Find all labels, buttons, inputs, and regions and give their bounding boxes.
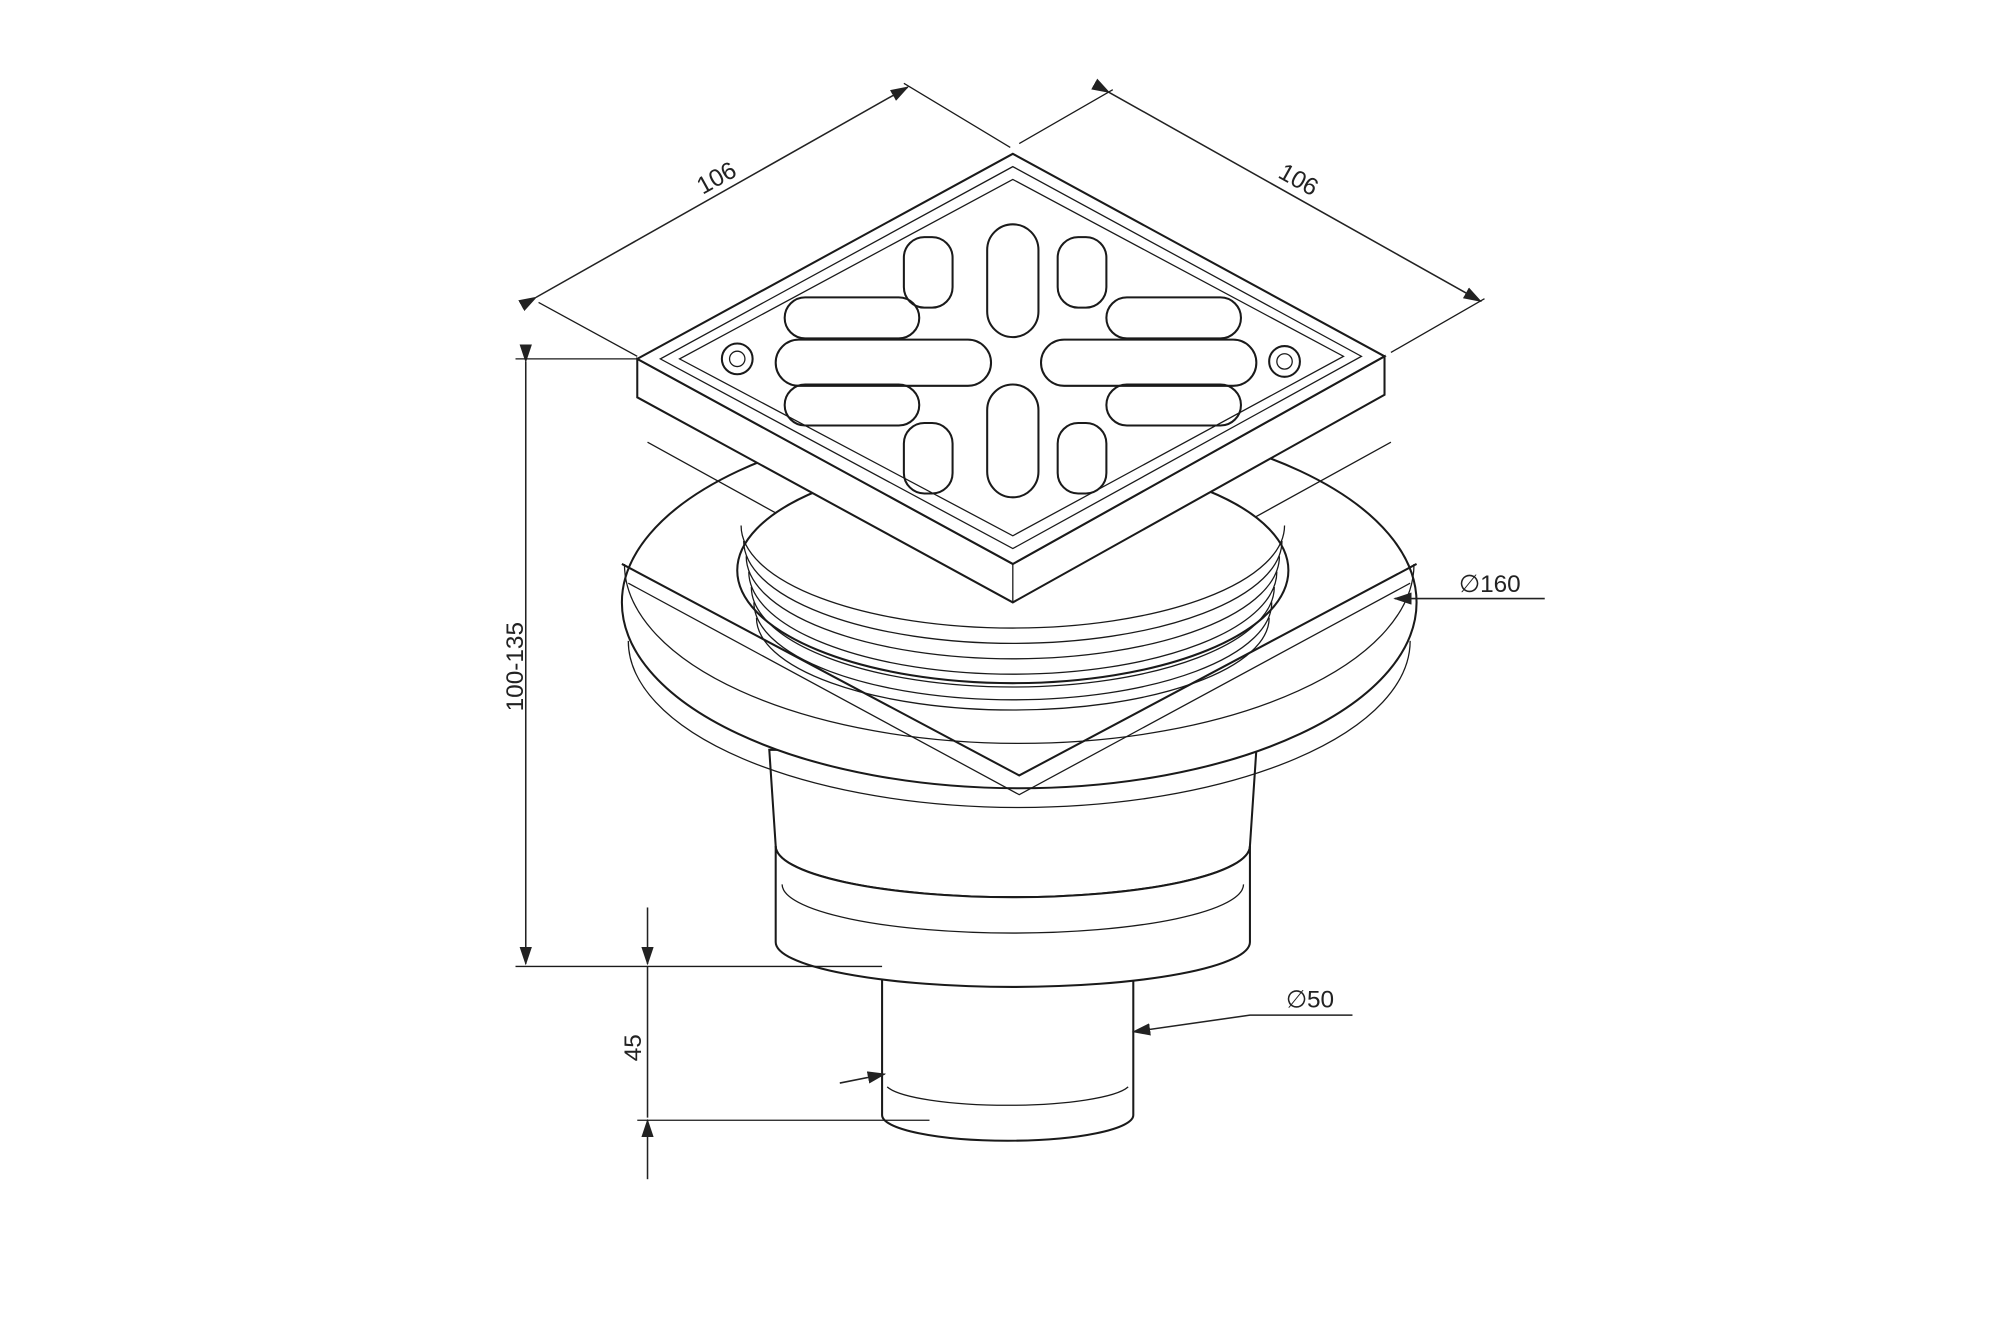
dimension-height: 100-135 bbox=[502, 344, 883, 968]
dimension-flange-diameter: ∅160 bbox=[1393, 571, 1545, 605]
dimension-label: 100-135 bbox=[502, 622, 529, 711]
dimension-label: ∅50 bbox=[1286, 986, 1334, 1013]
dimension-label: 106 bbox=[692, 157, 741, 200]
outlet-pipe bbox=[881, 962, 1135, 1142]
dimension-label: 106 bbox=[1274, 159, 1323, 202]
screw-icon bbox=[720, 342, 754, 376]
dimension-label: 45 bbox=[620, 1034, 647, 1061]
dimension-outlet-diameter: ∅50 bbox=[839, 986, 1353, 1084]
dimension-label: ∅160 bbox=[1459, 571, 1521, 598]
drain-body bbox=[768, 748, 1258, 988]
screw-icon bbox=[1268, 345, 1301, 378]
dimension-outlet-length: 45 bbox=[620, 907, 930, 1180]
